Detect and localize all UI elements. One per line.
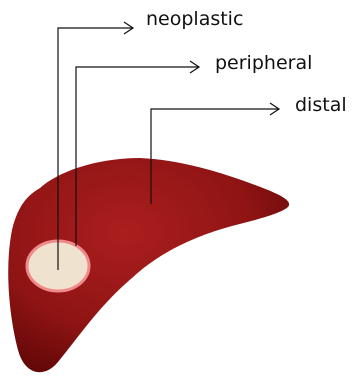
distal-label: distal bbox=[295, 96, 347, 115]
neoplastic-label: neoplastic bbox=[146, 10, 243, 29]
peripheral-label: peripheral bbox=[215, 54, 312, 73]
